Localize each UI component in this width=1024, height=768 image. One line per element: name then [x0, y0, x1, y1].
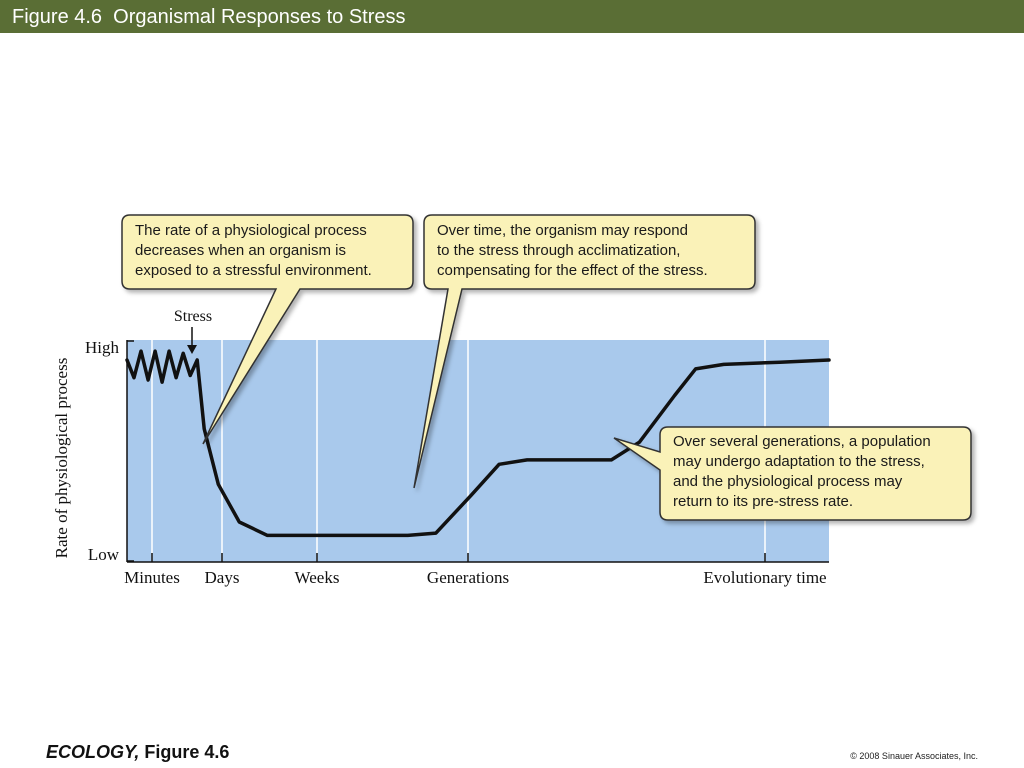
callout-bubble: [613, 426, 972, 521]
y-axis-label: Rate of physiological process: [52, 358, 71, 559]
footer-figure-label: Figure 4.6: [139, 742, 230, 762]
callout-adaptation: Over several generations, a population m…: [613, 426, 972, 521]
callout-line: to the stress through acclimatization,: [437, 242, 680, 259]
callout-line: compensating for the effect of the stres…: [437, 262, 708, 279]
stress-arrowhead: [187, 345, 197, 354]
callout-line: The rate of a physiological process: [135, 222, 367, 239]
callout-text: The rate of a physiological process decr…: [135, 222, 372, 279]
callout-acclimatization: Over time, the organism may respond to t…: [413, 214, 756, 489]
y-tick-label-low: Low: [88, 545, 120, 564]
slide-title: Figure 4.6 Organismal Responses to Stres…: [12, 6, 406, 28]
footer-book-title: ECOLOGY,: [46, 742, 140, 762]
callout-line: return to its pre-stress rate.: [673, 493, 853, 510]
x-tick-label: Days: [205, 568, 240, 587]
title-bar: Figure 4.6 Organismal Responses to Stres…: [0, 0, 1024, 33]
y-tick-label-high: High: [85, 338, 120, 357]
x-tick-label: Minutes: [124, 568, 180, 587]
callout-bubble: [413, 214, 756, 489]
callout-text: Over several generations, a population m…: [673, 433, 935, 510]
callout-bubble: [121, 214, 414, 445]
x-tick-label: Generations: [427, 568, 509, 587]
axes: [126, 340, 829, 563]
footer-copyright: © 2008 Sinauer Associates, Inc.: [850, 751, 978, 761]
callout-line: may undergo adaptation to the stress,: [673, 453, 925, 470]
callout-line: exposed to a stressful environment.: [135, 262, 372, 279]
x-tick-label: Evolutionary time: [703, 568, 826, 587]
footer-citation: ECOLOGY, Figure 4.6: [46, 742, 229, 763]
callout-line: Over time, the organism may respond: [437, 222, 688, 239]
callout-line: Over several generations, a population: [673, 433, 931, 450]
series-line: [125, 349, 831, 538]
stress-label: Stress: [174, 308, 212, 325]
x-tick-label: Weeks: [295, 568, 340, 587]
callout-line: decreases when an organism is: [135, 242, 346, 259]
callout-text: Over time, the organism may respond to t…: [437, 222, 708, 279]
callout-stress-drop: The rate of a physiological process decr…: [121, 214, 414, 445]
callout-line: and the physiological process may: [673, 473, 903, 490]
